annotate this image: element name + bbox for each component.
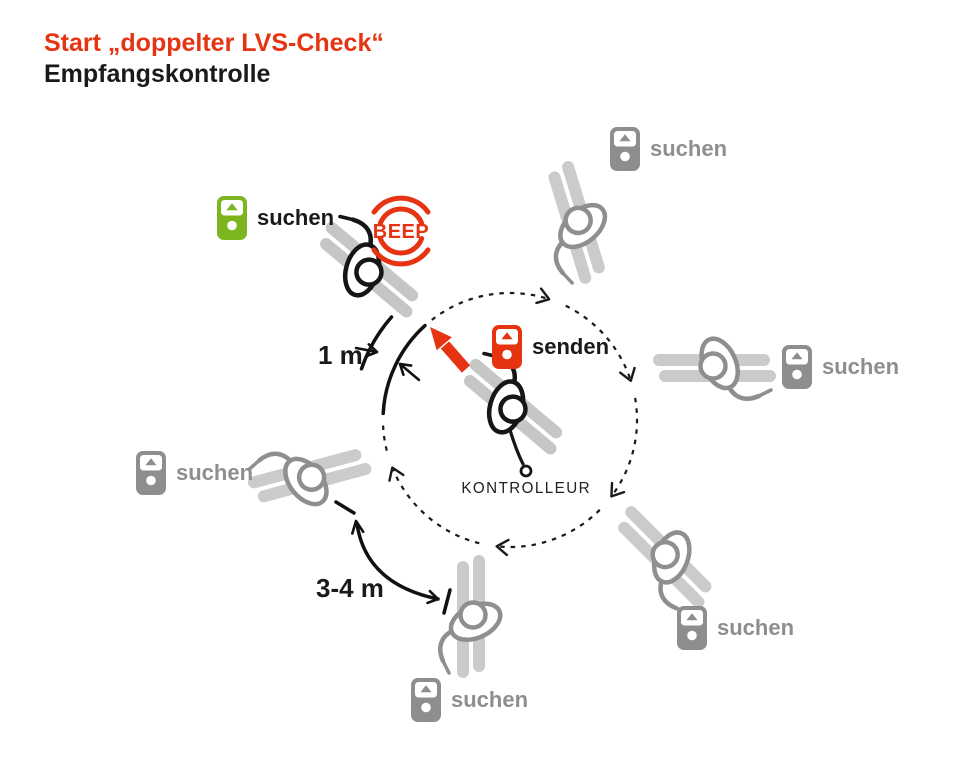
skier-bottom-right: [600, 489, 733, 622]
skier-left: [242, 430, 378, 525]
kontrolleur-device-cord: [508, 428, 525, 466]
spacing-tick-bottom: [442, 588, 452, 615]
station-label: suchen: [176, 460, 254, 485]
station-bottom-right: suchen: [677, 606, 794, 650]
station-left: suchen: [136, 451, 253, 495]
skier-top: [529, 153, 628, 290]
one-meter-arrow-b: [398, 362, 421, 382]
station-label: suchen: [650, 136, 728, 161]
station-center-senden: senden: [492, 325, 609, 369]
kontrolleur-device-ring: [519, 464, 533, 478]
transceiver-icon: [136, 451, 166, 495]
transceiver-icon: [492, 325, 522, 369]
outer-stop-arc: [359, 315, 394, 371]
inner-stop-arc: [381, 323, 427, 416]
station-right: suchen: [782, 345, 899, 389]
station-upper-left: suchen: [217, 196, 334, 240]
skier-bottom: [440, 555, 506, 678]
rotation-circle: [381, 287, 639, 557]
page-title: Start „doppelter LVS-Check“ Empfangskont…: [44, 28, 384, 90]
station-label: suchen: [451, 687, 529, 712]
title-line2: Empfangskontrolle: [44, 60, 271, 88]
station-label: suchen: [257, 205, 335, 230]
transceiver-icon: [782, 345, 812, 389]
transceiver-icon: [610, 127, 640, 171]
spacing-arrowhead-start: [351, 519, 365, 535]
station-label: suchen: [822, 354, 900, 379]
one-meter-gap: [354, 315, 427, 416]
red-direction-arrow: [430, 327, 471, 373]
kontrolleur-label: KONTROLLEUR: [461, 480, 592, 497]
distance-3-4m-label: 3-4 m: [316, 573, 384, 603]
one-meter-arrow-a: [354, 343, 379, 358]
spacing-arrow: [334, 500, 452, 615]
station-top: suchen: [610, 127, 727, 171]
spacing-tick-left: [334, 500, 356, 515]
station-label: suchen: [717, 615, 795, 640]
station-bottom: suchen: [411, 678, 528, 722]
beep-sound-waves: [371, 195, 431, 267]
transceiver-icon: [677, 606, 707, 650]
transceiver-icon: [217, 196, 247, 240]
title-line1: Start „doppelter LVS-Check“: [44, 29, 384, 57]
transceiver-icon: [411, 678, 441, 722]
distance-1m-label: 1 m: [318, 340, 363, 370]
station-label: senden: [532, 334, 610, 359]
beep-label: BEEP: [372, 221, 430, 243]
skier-right: [653, 333, 776, 399]
